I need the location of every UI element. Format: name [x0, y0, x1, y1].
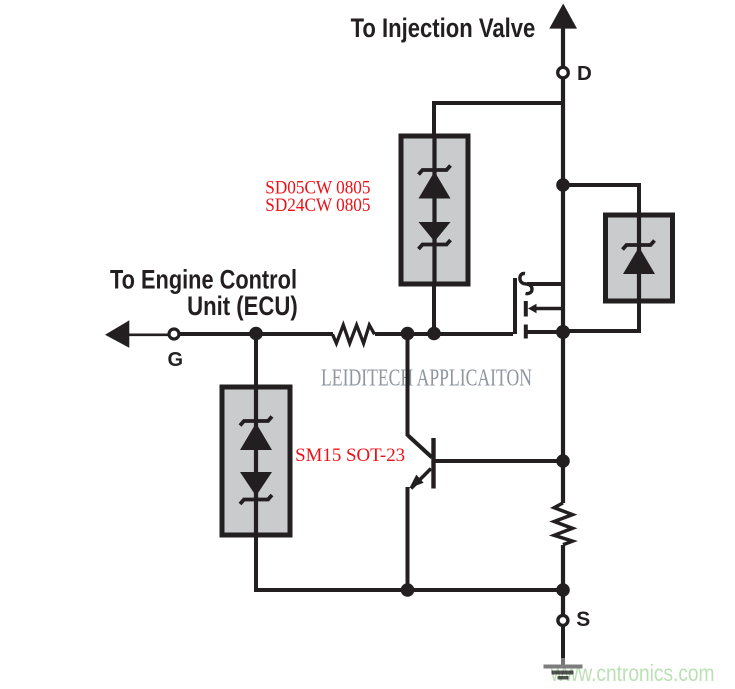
svg-text:SM15 SOT-23: SM15 SOT-23	[295, 446, 405, 466]
svg-text:www.cntronics.com: www.cntronics.com	[550, 660, 715, 686]
svg-text:SD24CW 0805: SD24CW 0805	[265, 196, 370, 216]
svg-text:To Injection Valve: To Injection Valve	[351, 13, 536, 43]
svg-text:S: S	[576, 608, 590, 631]
svg-text:Unit (ECU): Unit (ECU)	[187, 291, 298, 321]
svg-text:SD05CW 0805: SD05CW 0805	[265, 179, 370, 199]
svg-text:To Engine Control: To Engine Control	[110, 265, 297, 295]
svg-text:G: G	[168, 349, 184, 371]
svg-text:D: D	[577, 62, 592, 85]
svg-text:LEIDITECH APPLICAITON: LEIDITECH APPLICAITON	[321, 366, 532, 392]
